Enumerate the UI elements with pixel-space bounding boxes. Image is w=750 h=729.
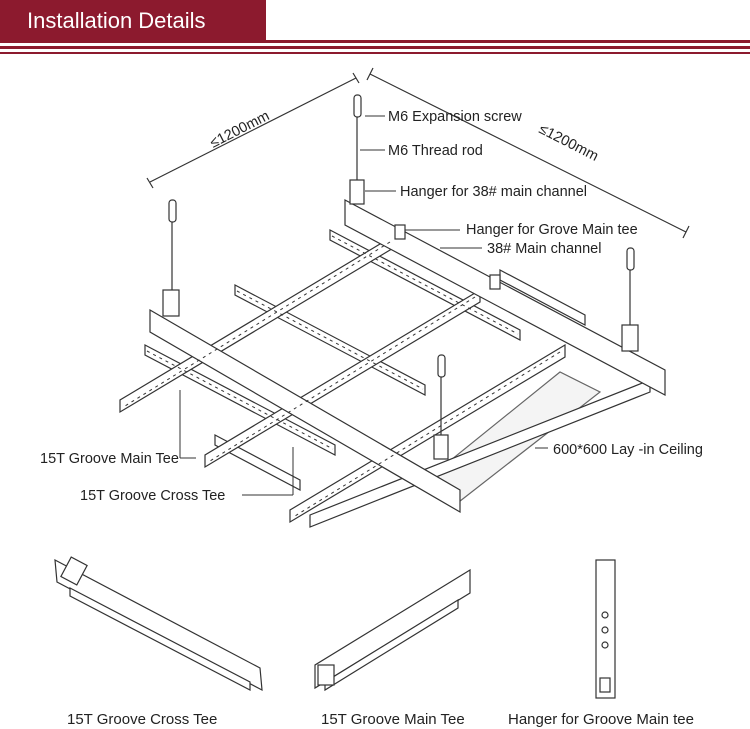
caption-hanger: Hanger for Groove Main tee — [508, 711, 694, 728]
dimension-right: ≤1200mm — [536, 121, 601, 164]
cross-tee-part — [54, 556, 263, 692]
tee-slots — [124, 235, 561, 517]
caption-cross-tee: 15T Groove Cross Tee — [67, 711, 217, 728]
label-cross-tee: 15T Groove Cross Tee — [80, 488, 225, 504]
main-channels — [149, 199, 666, 514]
label-main-channel: 38# Main channel — [487, 241, 601, 257]
dimension-lines — [146, 67, 690, 239]
caption-main-tee: 15T Groove Main Tee — [321, 711, 465, 728]
header-rule — [0, 52, 750, 54]
header-rule — [0, 46, 750, 49]
label-hanger-38: Hanger for 38# main channel — [400, 184, 587, 200]
hanger-part — [595, 559, 616, 699]
main-tee-part — [314, 568, 471, 692]
label-main-tee: 15T Groove Main Tee — [40, 451, 179, 467]
header-rule — [0, 40, 750, 43]
label-expansion-screw: M6 Expansion screw — [388, 109, 522, 125]
dimension-left: ≤1200mm — [208, 108, 273, 151]
label-thread-rod: M6 Thread rod — [388, 143, 483, 159]
label-hanger-grove: Hanger for Grove Main tee — [466, 222, 638, 238]
leader-lines — [179, 115, 548, 496]
page-title: Installation Details — [0, 0, 266, 41]
header: Installation Details — [0, 0, 750, 60]
label-ceiling: 600*600 Lay -in Ceiling — [553, 442, 703, 458]
hanger-rods — [162, 94, 639, 460]
